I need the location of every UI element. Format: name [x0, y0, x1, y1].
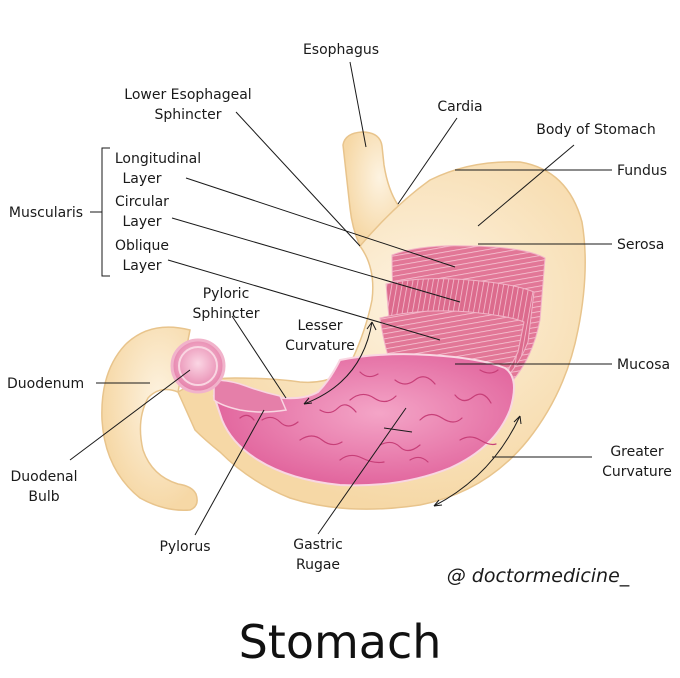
label-mucosa: Mucosa — [617, 357, 670, 373]
leader-pylorus — [194, 409, 265, 536]
label-muscularis: Muscularis — [9, 205, 83, 221]
label-duodenal-line2: Bulb — [28, 489, 59, 505]
lesser-curvature-arrow — [303, 321, 373, 405]
label-les-line1: Lower Esophageal — [124, 87, 251, 103]
label-lesser-line1: Lesser — [297, 318, 342, 334]
label-greater-line1: Greater — [610, 444, 664, 460]
gastric-rugae-folds — [239, 369, 499, 464]
lesser-curvature-arrowhead-bottom — [303, 397, 313, 405]
leader-rugae-tick — [383, 427, 413, 433]
leader-duodenal-bulb — [69, 369, 191, 461]
label-body-of-stomach: Body of Stomach — [536, 122, 655, 138]
watermark: @ doctormedicine_ — [447, 565, 630, 587]
stomach-illustration — [101, 131, 586, 511]
page-title: Stomach — [239, 615, 442, 669]
label-pylorus: Pylorus — [159, 539, 210, 555]
label-rugae-line2: Rugae — [296, 557, 340, 573]
label-oblique-line1: Oblique — [115, 238, 169, 254]
label-longitudinal-line1: Longitudinal — [115, 151, 201, 167]
greater-curvature-arrowhead-bottom — [433, 499, 443, 507]
label-serosa: Serosa — [617, 237, 664, 253]
pylorus-shape — [213, 379, 288, 413]
label-pyloric-line1: Pyloric — [203, 286, 250, 302]
label-duodenal-line1: Duodenal — [10, 469, 77, 485]
label-duodenum: Duodenum — [7, 376, 84, 392]
label-circular-line1: Circular — [115, 194, 169, 210]
leader-longitudinal — [185, 177, 456, 268]
label-cardia: Cardia — [437, 99, 482, 115]
greater-curvature-arrowhead-top — [513, 415, 522, 425]
label-greater-line2: Curvature — [602, 464, 672, 480]
leader-oblique — [167, 259, 441, 341]
label-oblique-line2: Layer — [122, 258, 161, 274]
label-esophagus: Esophagus — [303, 42, 379, 58]
leader-esophagus — [349, 61, 367, 148]
label-fundus: Fundus — [617, 163, 667, 179]
leader-les — [235, 111, 361, 247]
leader-body — [477, 144, 575, 227]
label-pyloric-line2: Sphincter — [193, 306, 260, 322]
label-les-line2: Sphincter — [155, 107, 222, 123]
label-longitudinal-line2: Layer — [122, 171, 161, 187]
greater-curvature-arrow — [433, 415, 521, 507]
leader-cardia — [397, 117, 458, 205]
muscularis-bracket — [101, 147, 110, 277]
pyloric-sphincter-ring — [178, 346, 218, 386]
label-circular-line2: Layer — [122, 214, 161, 230]
labels: Esophagus Lower Esophageal Sphincter Car… — [7, 42, 672, 669]
leader-pyloric — [231, 315, 287, 399]
label-rugae-line1: Gastric — [293, 537, 343, 553]
leader-lines — [69, 61, 612, 536]
lesser-curvature-arrowhead-top — [366, 321, 377, 331]
label-lesser-line2: Curvature — [285, 338, 355, 354]
leader-circular — [171, 217, 461, 303]
